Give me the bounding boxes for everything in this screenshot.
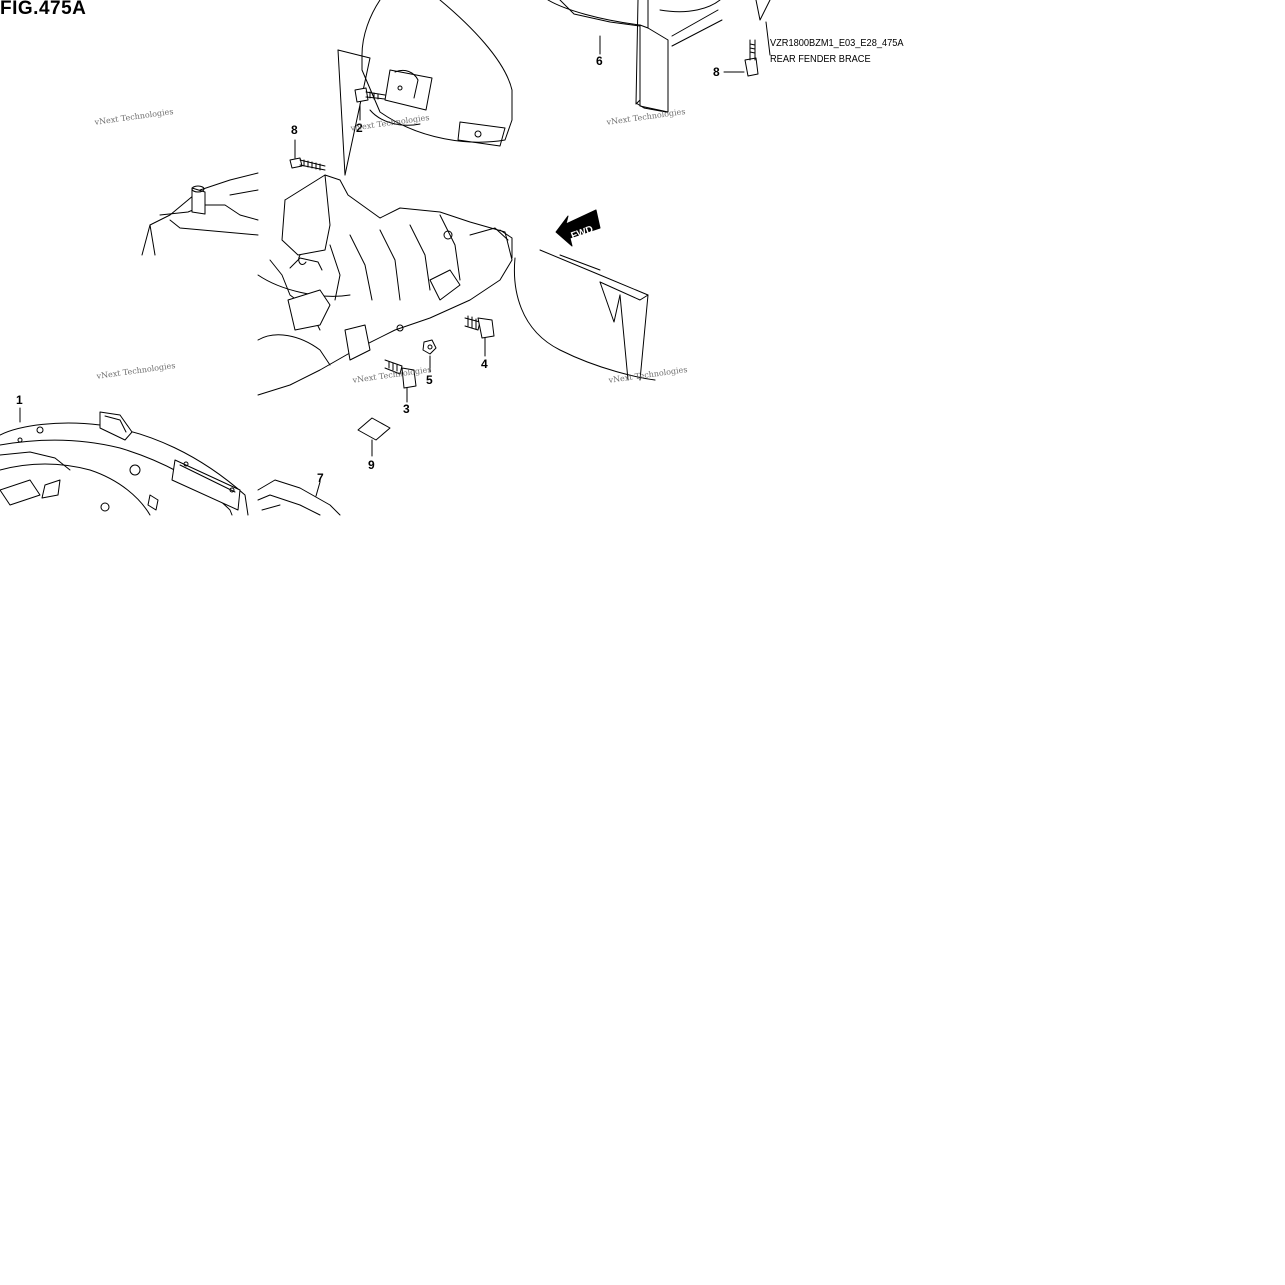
part-fender-disc [337,0,513,176]
part-1-rear-fender [0,411,249,516]
assembly-name: REAR FENDER BRACE [770,53,871,65]
part-rear-flap [499,229,656,381]
callout-6: 6 [596,54,603,68]
bolt-2 [354,85,403,103]
fwd-arrow: FWD [555,209,601,247]
callout-8-left: 8 [291,123,298,137]
bolt-3 [384,359,417,389]
callout-2: 2 [356,121,363,135]
figure-title: FIG.475A [0,0,87,19]
part-central-fender [257,174,513,396]
part-left-bracket [141,172,259,256]
callout-9: 9 [368,458,375,472]
callout-8-right: 8 [713,65,720,79]
callout-5: 5 [426,373,433,387]
callout-4: 4 [481,357,488,371]
leader-lines [19,21,771,497]
bolt-8-right [744,39,759,77]
pad-9 [357,417,391,441]
callout-3: 3 [403,402,410,416]
nut-5 [422,339,437,355]
bolt-8-left [289,157,326,171]
bolt-4 [464,315,495,339]
part-6-bracket [547,0,771,113]
callout-7: 7 [317,471,324,485]
part-7-bracket [257,479,341,516]
callout-1: 1 [16,393,23,407]
figure-code: VZR1800BZM1_E03_E28_475A [770,37,904,49]
